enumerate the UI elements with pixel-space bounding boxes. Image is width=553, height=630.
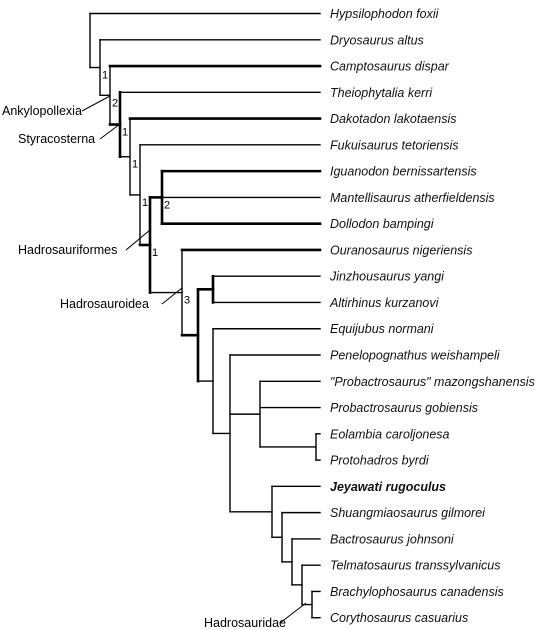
- clade-pointer: [161, 287, 183, 305]
- taxon-label: Dryosaurus altus: [330, 33, 424, 47]
- support-value: 1: [142, 197, 148, 209]
- taxon-label: Corythosaurus casuarius: [330, 611, 468, 625]
- taxon-label: Equijubus normani: [330, 322, 435, 336]
- taxon-label: Shuangmiaosaurus gilmorei: [330, 506, 486, 520]
- support-value: 2: [164, 199, 170, 211]
- taxon-label: Protohadros byrdi: [330, 454, 430, 468]
- taxon-label: Jeyawati rugoculus: [330, 480, 446, 494]
- clade-pointer: [279, 602, 307, 624]
- support-values: 2 3 1 1 1 1 2 1: [102, 70, 190, 307]
- taxon-label: Altirhinus kurzanovi: [329, 296, 440, 310]
- taxon-label: Fukuisaurus tetoriensis: [330, 138, 459, 152]
- support-value: 1: [102, 70, 108, 82]
- clade-pointers: [81, 95, 307, 624]
- taxon-label: Camptosaurus dispar: [330, 60, 450, 74]
- taxon-label: Penelopognathus weishampeli: [330, 349, 501, 363]
- taxon-label: Ouranosaurus nigeriensis: [330, 243, 472, 257]
- clade-pointer: [99, 123, 121, 140]
- support-value: 1: [122, 127, 128, 139]
- taxon-label: Probactrosaurus gobiensis: [330, 401, 478, 415]
- support-value: 1: [152, 247, 158, 259]
- support-value: 3: [184, 295, 190, 307]
- taxon-label: Eolambia caroljonesa: [330, 427, 450, 441]
- tree-branches: [89, 12, 322, 619]
- clade-labels: AnkylopollexiaStyracosternaHadrosaurifor…: [2, 104, 286, 630]
- support-value: 2: [112, 97, 118, 109]
- clade-label: Ankylopollexia: [2, 104, 82, 118]
- clade-pointer: [125, 229, 151, 251]
- taxon-label: Jinzhousaurus yangi: [329, 270, 445, 284]
- taxon-label: Bactrosaurus johnsoni: [330, 532, 455, 546]
- taxon-label: Dollodon bampingi: [330, 217, 435, 231]
- taxon-label: "Probactrosaurus" mazongshanensis: [330, 375, 535, 389]
- taxon-label: Iguanodon bernissartensis: [330, 165, 477, 179]
- taxon-label: Mantellisaurus atherfieldensis: [330, 191, 495, 205]
- taxon-label: Theiophytalia kerri: [330, 86, 433, 100]
- clade-label: Hadrosauridae: [204, 616, 286, 630]
- clade-label: Styracosterna: [18, 132, 95, 146]
- clade-label: Hadrosauroidea: [60, 297, 149, 311]
- clade-label: Hadrosauriformes: [18, 243, 117, 257]
- taxon-label: Telmatosaurus transsylvanicus: [330, 559, 500, 573]
- taxon-label: Hypsilophodon foxii: [330, 7, 440, 21]
- taxon-label: Dakotadon lakotaensis: [330, 112, 456, 126]
- clade-pointer: [81, 95, 111, 112]
- taxon-label: Brachylophosaurus canadensis: [330, 585, 504, 599]
- support-value: 1: [132, 159, 138, 171]
